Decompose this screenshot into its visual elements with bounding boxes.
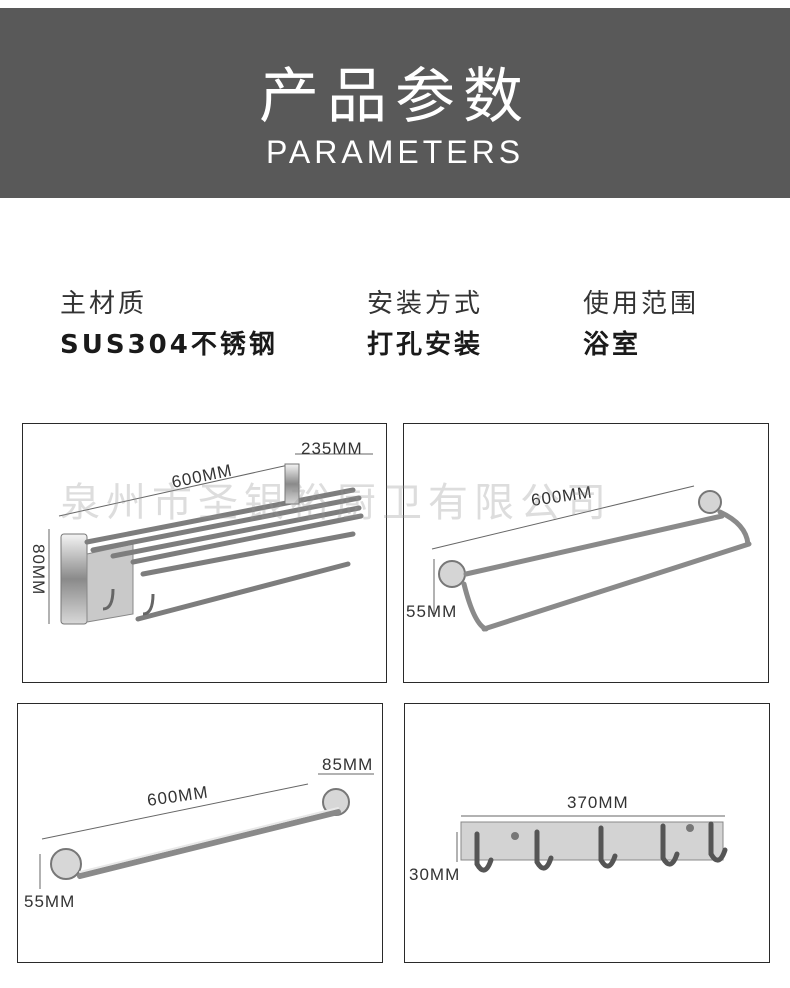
- param-scope: 使用范围 浴室: [583, 283, 699, 361]
- param-label: 安装方式: [367, 289, 484, 319]
- param-value: 打孔安装: [367, 330, 484, 360]
- hook-rail-illustration: 370MM 30MM: [409, 793, 728, 884]
- product-panel-hook-rail: 370MM 30MM: [404, 703, 770, 963]
- double-bar-illustration: 600MM 55MM: [406, 483, 752, 632]
- param-material: 主材质 SUS304不锈钢: [60, 283, 278, 361]
- page-title: 产品参数: [259, 62, 531, 132]
- param-value: SUS304不锈钢: [60, 330, 278, 360]
- single-bar-illustration: 600MM 85MM 55MM: [24, 755, 374, 911]
- param-label: 主材质: [60, 289, 148, 319]
- header-banner: 产品参数 PARAMETERS: [0, 8, 790, 198]
- page-subtitle: PARAMETERS: [265, 134, 525, 170]
- dim-label: 370MM: [567, 793, 629, 812]
- product-panel-folding-rack: 600MM 235MM 80MM: [22, 423, 387, 683]
- param-value: 浴室: [583, 330, 642, 360]
- param-label: 使用范围: [583, 289, 700, 319]
- watermark-text: 泉州市圣银裕厨卫有限公司: [60, 480, 612, 526]
- dim-label: 30MM: [409, 865, 460, 884]
- folding-rack-illustration: 600MM 235MM 80MM: [29, 439, 373, 625]
- dim-label: 85MM: [322, 755, 373, 774]
- dim-label: 235MM: [301, 439, 363, 458]
- dim-label: 80MM: [29, 544, 48, 595]
- product-panel-double-bar: 600MM 55MM: [403, 423, 769, 683]
- dim-label: 55MM: [24, 892, 75, 911]
- product-panel-single-bar: 600MM 85MM 55MM: [17, 703, 383, 963]
- param-install: 安装方式 打孔安装: [367, 283, 483, 361]
- dim-label: 55MM: [406, 602, 457, 621]
